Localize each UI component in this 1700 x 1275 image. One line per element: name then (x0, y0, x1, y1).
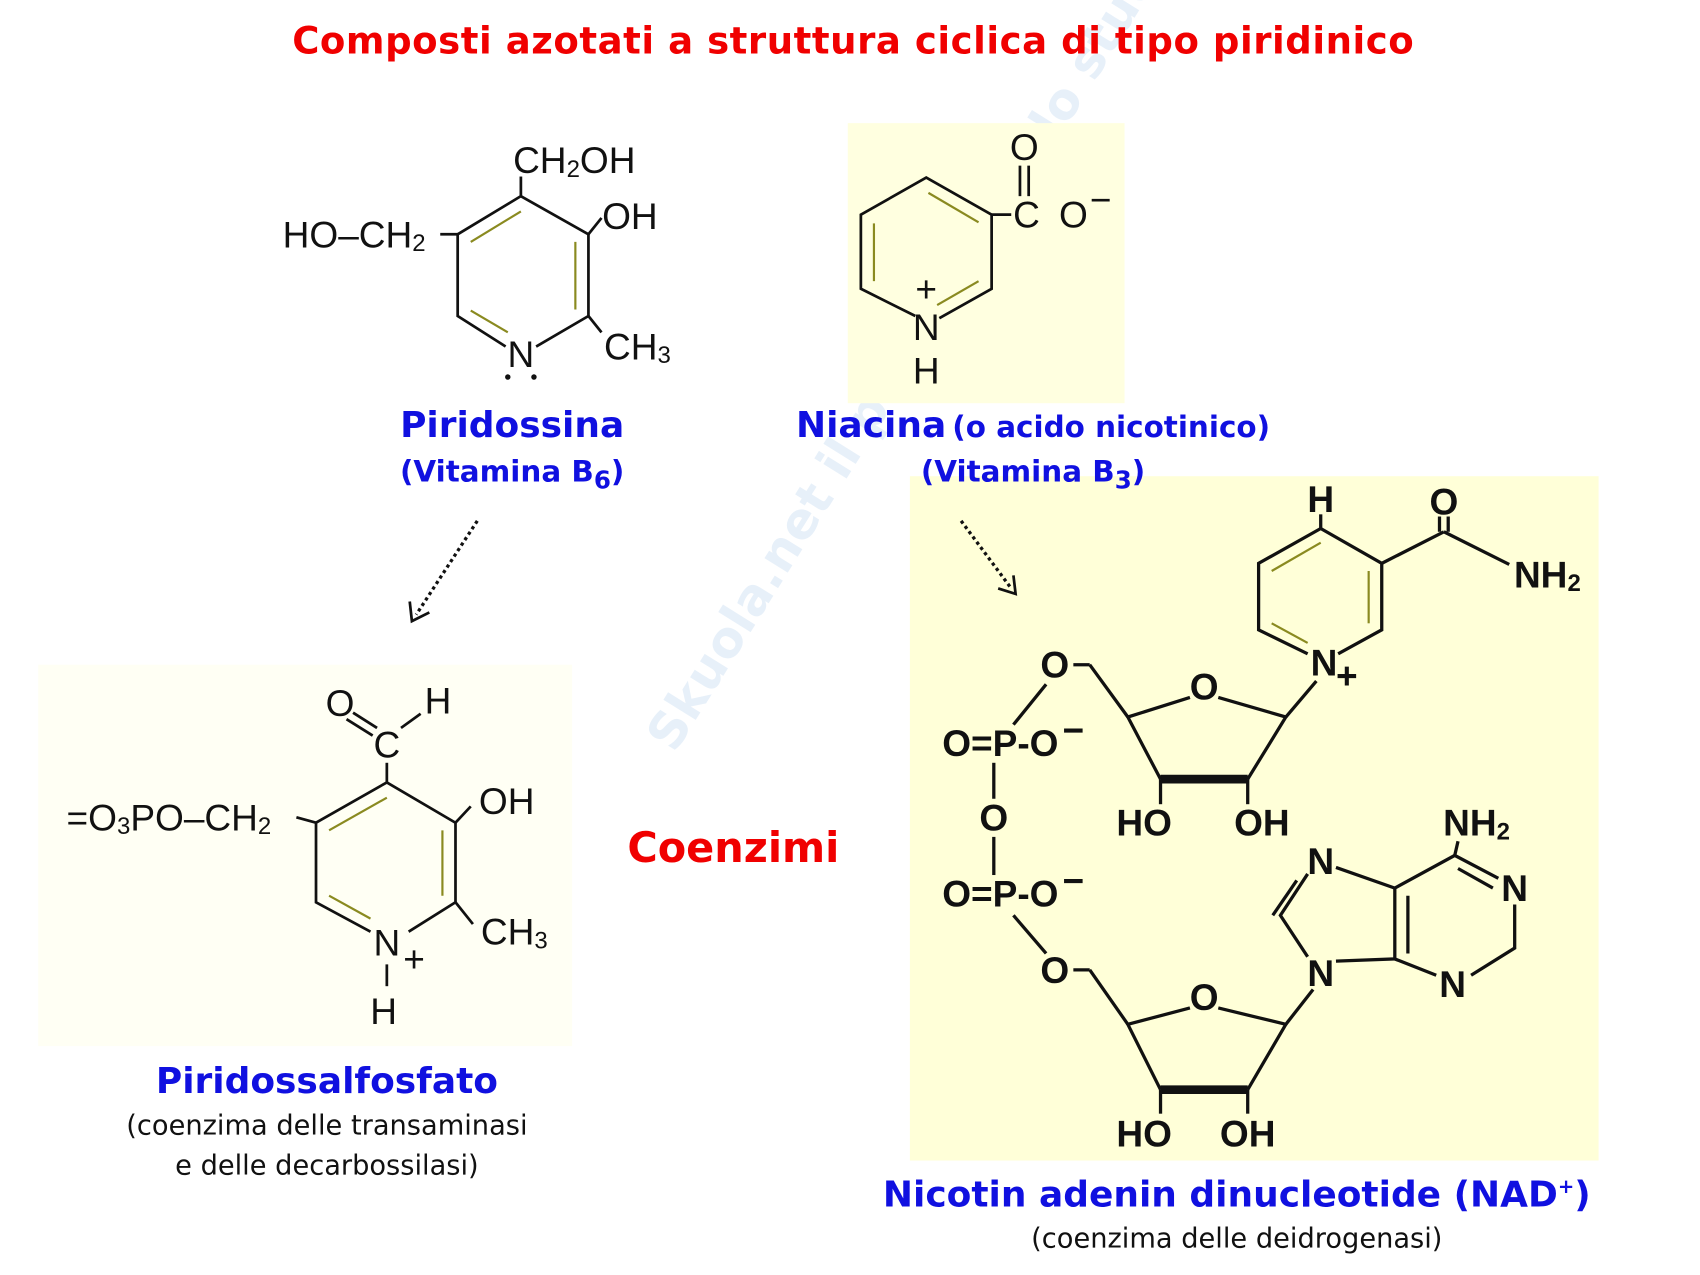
svg-text:N: N (1501, 867, 1528, 909)
nad-structure: H O NH2 N + O HO OH O O=P-O − O O=P-O (942, 478, 1581, 1154)
arrow-pyridoxine-to-plp (408, 519, 479, 624)
niacin-label: Niacina (o acido nicotinico) (796, 403, 1271, 446)
svg-text:OH: OH (479, 780, 535, 822)
svg-text:O: O (1059, 194, 1088, 236)
svg-text:O: O (326, 682, 355, 724)
svg-text:N: N (913, 306, 940, 348)
svg-text:OH: OH (1234, 802, 1290, 844)
svg-text:C: C (373, 723, 400, 765)
plp-name: Piridossalfosfato (155, 1059, 498, 1102)
plp-structure: O H C OH =O3PO–CH2 CH3 N + H (67, 680, 548, 1033)
svg-text:HO: HO (1116, 802, 1172, 844)
svg-text:H: H (370, 990, 397, 1032)
svg-text:N: N (1307, 840, 1334, 882)
plp-background (38, 664, 573, 1047)
svg-text:NH2: NH2 (1443, 802, 1510, 845)
svg-text:H: H (913, 349, 940, 391)
nad-name: Nicotin adenin dinucleotide (NAD+) (882, 1172, 1591, 1216)
pyridoxine-vitamin: (Vitamina B6) (399, 455, 625, 496)
svg-text:+: + (403, 938, 425, 980)
svg-text:N: N (1311, 642, 1338, 684)
svg-text:HO–CH2: HO–CH2 (283, 213, 426, 256)
svg-text:O=P-O: O=P-O (942, 873, 1058, 915)
pyridoxine-name: Piridossina (400, 403, 625, 446)
pyridoxine-structure: CH2OH OH HO–CH2 CH3 N (283, 139, 671, 380)
svg-text:−: − (1063, 709, 1085, 751)
svg-text:−: − (1090, 178, 1112, 220)
svg-text:HO: HO (1116, 1112, 1172, 1154)
niacin-vitamin: (Vitamina B3) (920, 455, 1146, 496)
svg-text:CH3: CH3 (604, 326, 671, 369)
svg-text:O: O (1040, 644, 1069, 686)
svg-text:−: − (1063, 859, 1085, 901)
svg-text:N: N (1439, 963, 1466, 1005)
svg-text:O: O (1429, 480, 1458, 522)
svg-text:H: H (1307, 478, 1334, 520)
svg-text:O: O (1190, 666, 1219, 708)
slide-title: Composti azotati a struttura ciclica di … (292, 19, 1415, 64)
plp-description-line1: (coenzima delle transaminasi (126, 1109, 528, 1141)
svg-text:O: O (1190, 976, 1219, 1018)
svg-text:OH: OH (1220, 1112, 1276, 1154)
svg-text:OH: OH (602, 195, 658, 237)
svg-text:CH2OH: CH2OH (513, 139, 635, 182)
coenzymes-label: Coenzimi (627, 823, 840, 872)
niacin-background (847, 123, 1125, 404)
svg-text:NH2: NH2 (1514, 553, 1581, 596)
svg-text:N: N (1307, 952, 1334, 994)
nad-description: (coenzima delle deidrogenasi) (1031, 1222, 1443, 1255)
nad-background (909, 476, 1599, 1161)
svg-text:N: N (373, 922, 400, 964)
svg-text:N: N (508, 333, 535, 375)
svg-text:+: + (915, 268, 937, 310)
svg-text:O: O (1040, 949, 1069, 991)
svg-text:+: + (1336, 655, 1358, 697)
niacin-structure: O C O − + N H (859, 126, 1112, 391)
svg-text:O: O (979, 796, 1008, 838)
svg-text:H: H (425, 680, 452, 722)
svg-text:=O3PO–CH2: =O3PO–CH2 (67, 796, 272, 839)
plp-description-line2: e delle decarbossilasi) (175, 1149, 479, 1182)
svg-text:O=P-O: O=P-O (942, 722, 1058, 764)
arrow-niacin-to-nad (959, 519, 1018, 596)
svg-text:C: C (1013, 194, 1040, 236)
svg-text:CH3: CH3 (481, 911, 548, 954)
svg-text:O: O (1010, 126, 1039, 168)
